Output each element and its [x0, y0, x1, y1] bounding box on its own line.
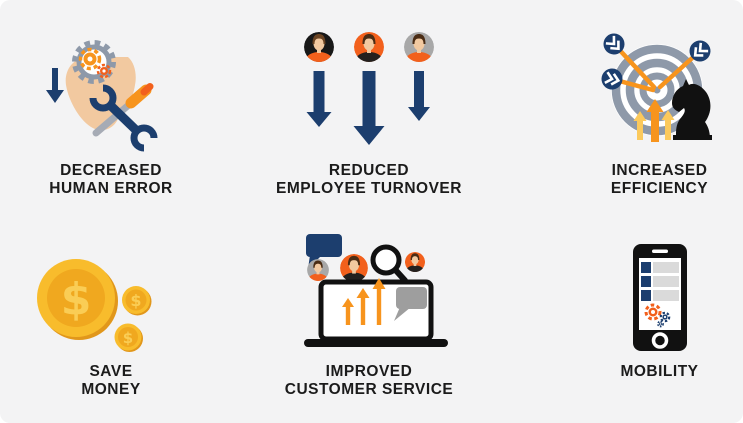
dart-flight-icon — [689, 40, 711, 62]
tiny-gear-icon — [96, 63, 112, 79]
down-arrow-icon — [46, 68, 64, 103]
item-label: IMPROVED CUSTOMER SERVICE — [285, 363, 454, 399]
dollar-sign: $ — [123, 329, 133, 347]
chess-knight-icon — [672, 79, 712, 140]
customer-avatar — [340, 254, 368, 282]
label-line-2: HUMAN ERROR — [49, 180, 173, 197]
label-line-2: EFFICIENCY — [610, 180, 709, 197]
down-arrow-icon — [408, 71, 430, 121]
item-label: SAVE MONEY — [81, 363, 140, 399]
benefit-item-improved-customer-service: IMPROVED CUSTOMER SERVICE — [238, 211, 500, 423]
down-arrow-icon — [353, 71, 385, 145]
up-arrow-icon — [646, 99, 664, 142]
tiny-gear-icon — [656, 320, 664, 328]
coin-icon: $ — [37, 259, 118, 340]
employee-avatar — [404, 32, 434, 62]
screwdriver-icon — [92, 83, 154, 137]
wrench-icon — [89, 84, 158, 152]
coin-icon: $ — [114, 323, 143, 352]
head-gears-wrench-icon — [46, 40, 158, 152]
dollar-coins-icon: $ $ $ — [37, 259, 152, 352]
employee-avatar — [304, 32, 334, 62]
dollar-sign: $ — [130, 291, 141, 310]
customer-avatar — [307, 259, 329, 281]
benefit-item-reduced-employee-turnover: REDUCED EMPLOYEE TURNOVER — [238, 0, 500, 211]
small-gear-icon — [78, 47, 102, 71]
target-darts-knight-icon — [601, 33, 712, 142]
item-label: REDUCED EMPLOYEE TURNOVER — [276, 162, 462, 198]
label-line-1: IMPROVED — [325, 363, 413, 380]
benefit-item-increased-efficiency: INCREASED EFFICIENCY — [538, 0, 743, 211]
speech-bubble-icon — [394, 287, 427, 321]
benefit-item-decreased-human-error: DECREASED HUMAN ERROR — [0, 0, 230, 211]
label-line-1: SAVE — [89, 363, 133, 380]
coin-icon: $ — [122, 286, 152, 316]
smartphone-icon — [632, 244, 687, 351]
phone-home-button — [651, 332, 668, 349]
label-line-1: REDUCED — [328, 162, 410, 179]
people-down-arrows-icon — [304, 32, 434, 145]
item-label: DECREASED HUMAN ERROR — [49, 162, 172, 198]
laptop-growth-support-icon — [304, 234, 448, 347]
gear-icon — [644, 303, 661, 321]
up-arrow-icon — [342, 298, 354, 325]
dart-flight-icon — [601, 68, 623, 90]
phone-speaker — [651, 249, 668, 253]
label-line-2: EMPLOYEE TURNOVER — [276, 180, 462, 197]
down-arrow-icon — [306, 71, 332, 127]
employee-avatar — [354, 32, 384, 62]
label-line-2: CUSTOMER SERVICE — [284, 381, 454, 398]
label-line-1: DECREASED — [60, 162, 162, 179]
up-arrow-icon — [661, 110, 675, 140]
label-line-1: MOBILITY — [620, 363, 699, 380]
item-label: INCREASED EFFICIENCY — [611, 162, 708, 198]
benefit-item-mobility: MOBILITY — [538, 211, 743, 423]
benefit-item-save-money: $ $ $ SAVE MONEY — [0, 211, 230, 423]
customer-avatar — [404, 251, 426, 273]
up-arrow-icon — [372, 278, 386, 325]
up-arrow-icon — [633, 111, 647, 140]
item-label: MOBILITY — [620, 363, 698, 399]
app-list-rows — [640, 262, 679, 301]
small-gear-icon — [659, 311, 670, 323]
dollar-sign: $ — [61, 274, 92, 325]
up-arrow-icon — [356, 288, 370, 325]
label-line-1: INCREASED — [611, 162, 708, 179]
label-line-2: MONEY — [81, 381, 141, 398]
magnifier-icon — [370, 244, 408, 284]
dart-flight-icon — [603, 33, 625, 55]
